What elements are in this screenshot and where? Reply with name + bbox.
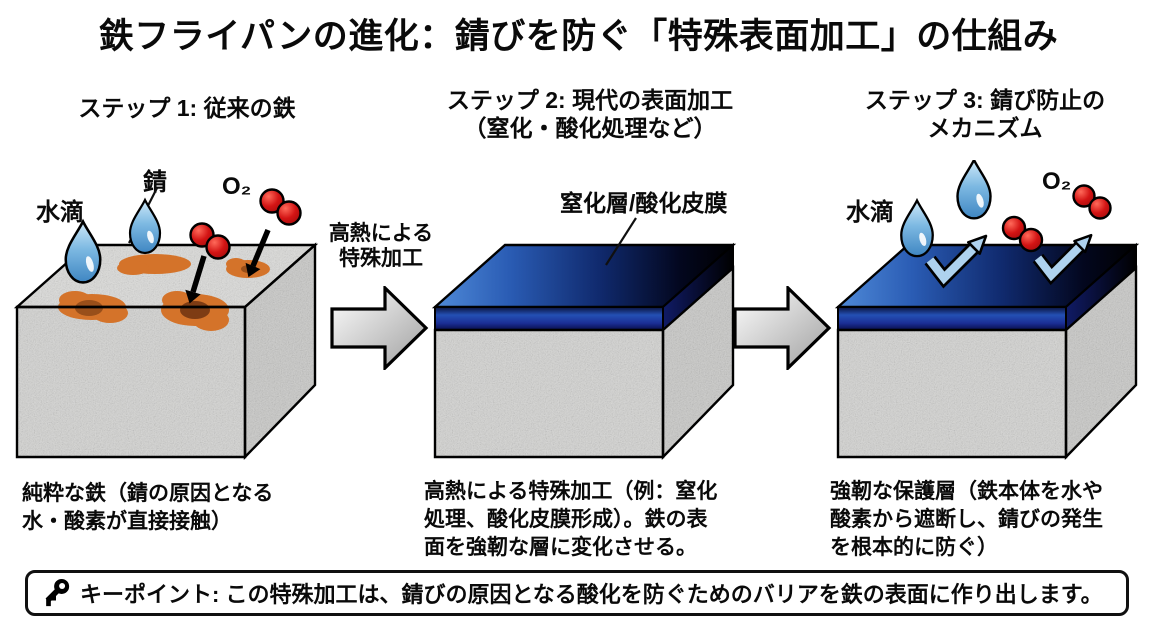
water-drop-icon (956, 160, 992, 220)
step3-caption: 強靭な保護層（鉄本体を水や酸素から遮断し、錆びの発生を根本的に防ぐ） (830, 480, 1103, 559)
step2-coating-label: 窒化層/酸化皮膜 (560, 190, 728, 216)
step1-diagram (13, 187, 319, 460)
water-drop-icon (900, 199, 934, 258)
step1-heading: ステップ 1: 従来の鉄 (32, 94, 342, 122)
cube-front-face (17, 307, 245, 457)
block-arrow-icon (330, 286, 429, 370)
water-drop-icon (128, 198, 162, 255)
step3-water-label: 水滴 (846, 199, 894, 226)
coating-front-edge (837, 306, 1067, 331)
step1-heading-line1: ステップ 1: 従来の鉄 (78, 95, 296, 121)
o2-molecule-icon (189, 222, 231, 260)
bounce-arrow-icon (1032, 233, 1093, 286)
bounce-arrow-icon (924, 234, 988, 289)
step2-heading: ステップ 2: 現代の表面加工 （窒化・酸化処理など） (410, 86, 770, 142)
step3-heading: ステップ 3: 錆び防止の メカニズム (815, 86, 1155, 142)
step3-diagram (834, 160, 1140, 460)
keypoint-text: キーポイント: この特殊加工は、錆びの原因となる酸化を防ぐためのバリアを鉄の表面… (80, 582, 1103, 607)
water-drop-icon (64, 220, 102, 284)
step2-heading-line2: （窒化・酸化処理など） (463, 115, 717, 142)
step2-heading-line1: ステップ 2: 現代の表面加工 (446, 87, 734, 113)
impact-arrow-icon (185, 255, 207, 304)
step3-heading-line2: メカニズム (927, 115, 1043, 142)
keypoint-bar: キーポイント: この特殊加工は、錆びの原因となる酸化を防ぐためのバリアを鉄の表面… (25, 570, 1129, 616)
transition1-label: 高熱による 特殊加工 (318, 222, 444, 272)
step3-heading-line1: ステップ 3: 錆び防止の (864, 87, 1106, 113)
step3-oxygen-label: O₂ (1042, 168, 1072, 195)
transition1-label-line1: 高熱による (328, 222, 434, 245)
step1-caption: 純粋な鉄（錆の原因となる水・酸素が直接接触） (22, 482, 274, 533)
coating-pointer-line (605, 217, 637, 266)
block-arrow-icon (733, 286, 832, 370)
transition1-label-line2: 特殊加工 (339, 246, 423, 270)
step1-oxygen-label: O₂ (222, 173, 252, 200)
step2-diagram (431, 217, 737, 460)
impact-arrow-icon (245, 228, 271, 278)
cube-front-face (435, 330, 663, 457)
cube-front-face (838, 330, 1066, 457)
key-icon (45, 578, 70, 607)
page-title: 鉄フライパンの進化：錆びを防ぐ「特殊表面加工」の仕組み (98, 17, 1059, 56)
step2-caption: 高熱による特殊加工（例：窒化処理、酸化皮膜形成）。鉄の表面を強靭な層に変化させる… (424, 480, 718, 559)
o2-molecule-icon (1072, 184, 1112, 220)
o2-molecule-icon (259, 188, 302, 226)
o2-molecule-icon (1001, 215, 1044, 253)
step1-water-label: 水滴 (36, 199, 84, 226)
coating-front-edge (434, 306, 664, 331)
